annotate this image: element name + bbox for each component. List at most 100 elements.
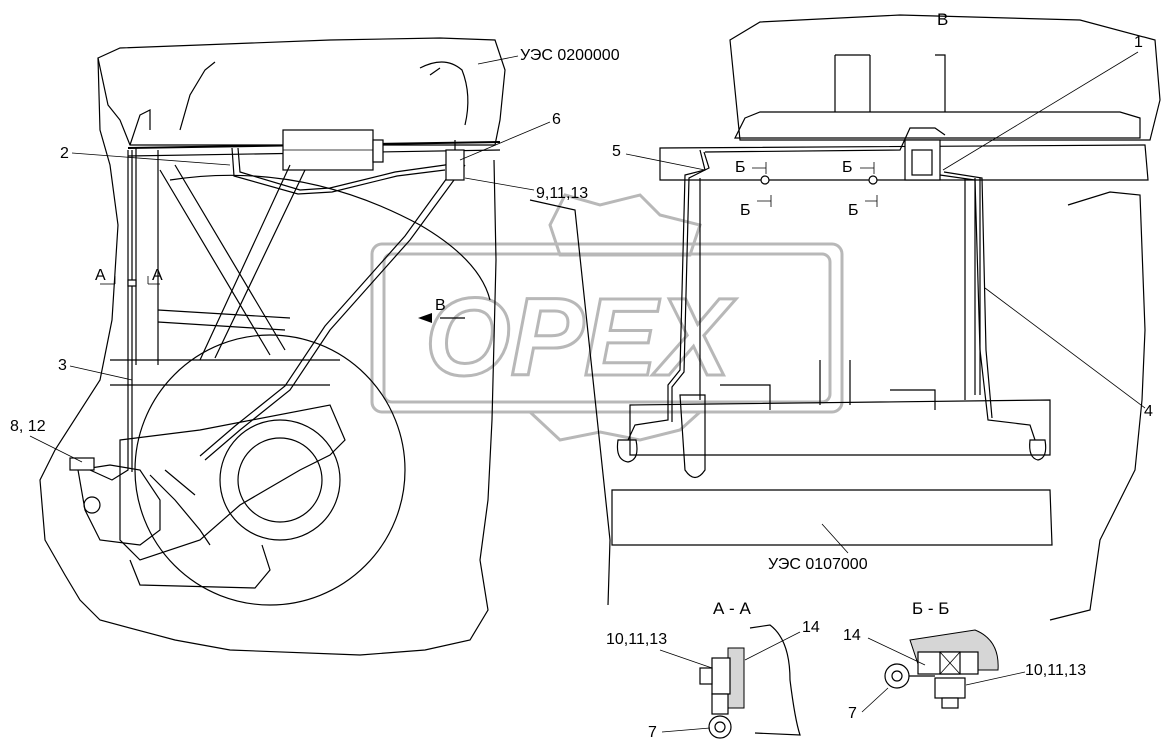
aa-panel bbox=[749, 624, 801, 736]
watermark-gear-bottom bbox=[528, 410, 702, 442]
aa-bolt bbox=[699, 667, 713, 685]
diag-line bbox=[204, 164, 466, 461]
leader-upper-ref bbox=[477, 55, 519, 65]
valve-1-body bbox=[911, 149, 933, 176]
inner-frame bbox=[699, 178, 981, 400]
brake-line-4b bbox=[943, 171, 993, 419]
aa-ring-body bbox=[711, 693, 729, 715]
section-b-label-1: Б bbox=[735, 159, 746, 176]
view-v-arrow-label: В bbox=[435, 297, 446, 314]
pedal-bracket bbox=[77, 464, 161, 546]
arc-contour bbox=[169, 174, 491, 301]
bb-eye-outer bbox=[884, 663, 910, 689]
valve-6 bbox=[445, 149, 465, 181]
leader-5 bbox=[625, 153, 706, 171]
bb-leader-10-11-13 bbox=[965, 671, 1026, 686]
wheel-hub bbox=[219, 419, 341, 541]
section-bb-detail: Б - Б 14 10,11,13 7 bbox=[843, 599, 1086, 722]
watermark-gear bbox=[548, 193, 702, 257]
cross-bar bbox=[110, 309, 340, 386]
fitting-8-12 bbox=[69, 457, 95, 471]
brake-line-6b bbox=[231, 147, 446, 195]
brake-line-6 bbox=[237, 147, 456, 191]
fitting-b-left bbox=[760, 175, 770, 185]
cab-upper-contour bbox=[97, 37, 506, 146]
brake-line-5b bbox=[671, 151, 710, 422]
bb-callout-14: 14 bbox=[843, 627, 861, 644]
section-b-label-3: Б bbox=[842, 159, 853, 176]
aa-eye-inner bbox=[714, 721, 726, 733]
seat-headrest bbox=[419, 61, 469, 126]
chassis-left-post bbox=[529, 199, 611, 606]
chassis-right-post bbox=[1049, 191, 1146, 621]
vertical-post bbox=[135, 148, 159, 365]
bb-nut bbox=[934, 677, 966, 699]
aa-leader-7 bbox=[661, 727, 711, 733]
aa-callout-10-11-13: 10,11,13 bbox=[606, 631, 667, 648]
brace-left bbox=[159, 164, 286, 356]
leader-lower-ref bbox=[821, 523, 849, 554]
fitting-bottom-right bbox=[1029, 439, 1047, 461]
aa-callout-7: 7 bbox=[648, 724, 657, 741]
leader-4 bbox=[984, 287, 1146, 409]
section-a-marks: А А bbox=[95, 267, 163, 287]
reservoir bbox=[679, 394, 706, 479]
section-a-fitting bbox=[127, 279, 137, 287]
engine-lower bbox=[129, 544, 271, 589]
diag-line-b bbox=[199, 159, 461, 457]
filter-cap bbox=[372, 139, 384, 163]
watermark-frame-inner bbox=[382, 252, 832, 404]
callout-6: 6 bbox=[552, 111, 561, 128]
wheel-hub-inner bbox=[237, 437, 323, 523]
cab-body-contour bbox=[39, 57, 497, 656]
view-v-arrow: В bbox=[418, 297, 465, 323]
inner-rungs bbox=[720, 360, 936, 410]
callout-4: 4 bbox=[1144, 403, 1153, 420]
right-view: Б Б Б Б bbox=[529, 14, 1161, 621]
right-upper-contour bbox=[729, 14, 1161, 141]
brake-line-top bbox=[704, 127, 946, 153]
seat-back bbox=[179, 61, 216, 131]
leader-3 bbox=[69, 365, 133, 381]
seat-frame bbox=[129, 67, 441, 146]
callout-9-11-13: 9,11,13 bbox=[536, 185, 588, 202]
aa-leader-10-11-13 bbox=[659, 649, 713, 669]
bb-eye-inner bbox=[891, 670, 903, 682]
engine-block bbox=[119, 404, 346, 561]
aa-title: А - А bbox=[713, 599, 751, 618]
view-title-v: В bbox=[937, 10, 948, 29]
section-aa-detail: А - А 10,11,13 14 7 bbox=[606, 599, 820, 741]
callout-2: 2 bbox=[60, 145, 69, 162]
fitting-b-right bbox=[868, 175, 878, 185]
leader-6 bbox=[459, 121, 551, 161]
view-v-arrow-head bbox=[418, 313, 432, 323]
wheel-outer bbox=[134, 334, 406, 606]
section-b-arrow-3 bbox=[860, 162, 875, 174]
aa-leader-14 bbox=[744, 631, 801, 661]
bb-bolt bbox=[941, 697, 959, 709]
aa-eye-outer bbox=[708, 715, 732, 739]
leader-1 bbox=[942, 51, 1139, 171]
section-b-label-4: Б bbox=[848, 202, 859, 219]
bb-callout-7: 7 bbox=[848, 705, 857, 722]
section-a-label-right: А bbox=[152, 267, 163, 284]
callout-3: 3 bbox=[58, 357, 67, 374]
brake-line-4 bbox=[939, 174, 1036, 441]
section-a-label-left: А bbox=[95, 267, 106, 284]
callout-1: 1 bbox=[1134, 34, 1143, 51]
brake-line-2 bbox=[89, 150, 129, 481]
pedal-bolt bbox=[83, 496, 101, 514]
watermark-text: OPEX bbox=[425, 276, 736, 399]
aa-nut bbox=[711, 657, 731, 695]
bb-callout-10-11-13: 10,11,13 bbox=[1025, 662, 1086, 679]
chassis-frame-box bbox=[629, 399, 1051, 456]
top-frame-bar bbox=[659, 144, 1149, 181]
watermark-frame-outer bbox=[370, 242, 844, 414]
bb-title: Б - Б bbox=[912, 599, 949, 618]
tank-brackets bbox=[834, 54, 946, 112]
section-b-arrow-4 bbox=[865, 195, 878, 207]
bb-leader-7 bbox=[861, 687, 889, 713]
bb-leader-14 bbox=[867, 637, 926, 666]
assembly-ref-upper: УЭС 0200000 bbox=[520, 47, 620, 64]
